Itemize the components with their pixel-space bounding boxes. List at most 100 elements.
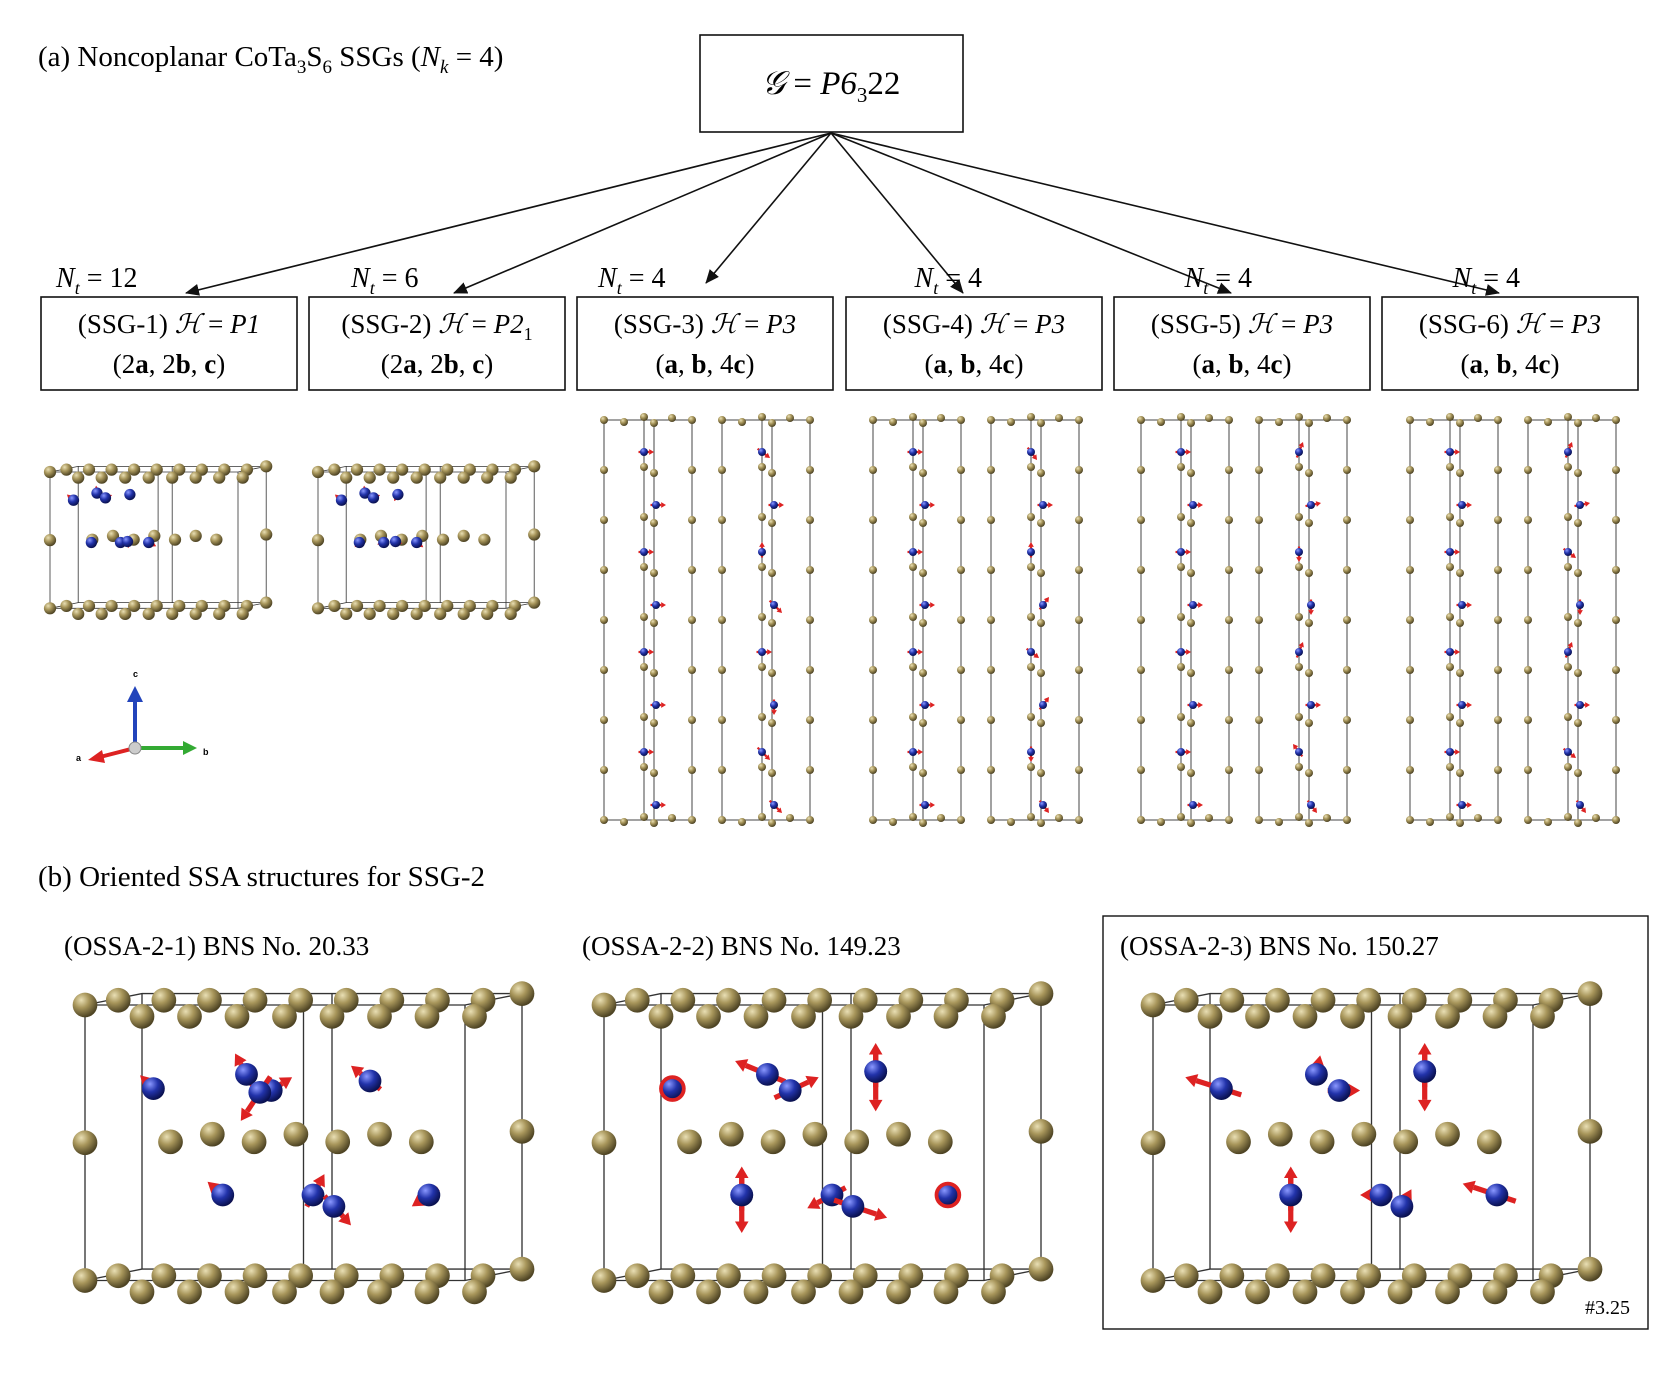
ta-atom-small — [1456, 569, 1464, 577]
spin-arrow-head — [1186, 549, 1191, 555]
co-atom-small — [1576, 801, 1584, 809]
co-atom-small — [1295, 548, 1303, 556]
ta-atom-small — [1524, 766, 1532, 774]
tall-cell-rect — [872, 419, 962, 821]
spin-arrow-head — [1031, 454, 1037, 460]
ta-atom — [1387, 1004, 1413, 1029]
ta-atom — [1197, 1279, 1223, 1305]
ta-atom-small — [768, 419, 776, 427]
ta-atom — [142, 607, 155, 621]
spin-arrow-head — [1348, 1083, 1361, 1098]
ta-atom — [1340, 1004, 1365, 1029]
spin-arrow-head — [735, 1059, 749, 1072]
ta-atom-small — [987, 716, 995, 724]
ta-atom-small — [1305, 769, 1313, 777]
ta-atom-small — [1612, 766, 1620, 774]
ta-atom-small — [688, 766, 696, 774]
ssg-heading-4: (SSG-4) ℋ = P3 — [883, 309, 1065, 339]
spin-arrow-head — [1198, 802, 1203, 808]
ta-atom-corner — [43, 465, 57, 479]
spin-arrow-head — [1316, 702, 1321, 708]
ta-atom-small — [1295, 413, 1303, 421]
ta-atom — [648, 1004, 674, 1029]
ta-atom — [743, 1004, 769, 1029]
ta-atom — [1435, 1121, 1460, 1147]
ta-atom-small — [1205, 414, 1213, 422]
ta-atom-small — [1343, 416, 1351, 424]
ta-atom — [151, 987, 177, 1013]
ta-atom-small — [1456, 469, 1464, 477]
ta-atom-small — [1027, 663, 1035, 671]
ta-atom-small — [758, 463, 766, 471]
ta-atom — [328, 463, 341, 476]
ta-atom — [166, 471, 179, 484]
ta-atom — [242, 1263, 268, 1289]
co-atom-small — [1564, 648, 1572, 656]
co-atom-small — [640, 748, 648, 756]
ta-atom-small — [806, 766, 814, 774]
spin-arrow-head — [776, 607, 782, 613]
co-atom-small — [1576, 601, 1584, 609]
ta-atom — [177, 1004, 202, 1029]
ta-atom-small — [718, 716, 726, 724]
ta-atom — [441, 599, 454, 613]
co-atom-small — [1576, 701, 1584, 709]
ta-atom — [1356, 987, 1381, 1013]
ta-atom-small — [718, 516, 726, 524]
ta-atom-small — [1295, 613, 1303, 621]
ta-atom-small — [957, 816, 965, 824]
ta-atom-small — [957, 666, 965, 674]
ta-atom — [82, 463, 96, 476]
ta-atom-small — [650, 419, 658, 427]
ta-atom — [1265, 1263, 1290, 1289]
ta-atom-small — [650, 719, 658, 727]
ta-atom-small — [1225, 516, 1233, 524]
ta-atom-small — [1612, 616, 1620, 624]
ta-atom — [1435, 1279, 1460, 1305]
co-atom-small — [652, 501, 660, 509]
ta-atom — [272, 1004, 297, 1029]
co-atom-small — [1177, 448, 1185, 456]
ta-atom-small — [1446, 613, 1454, 621]
panel-b-title: (b) Oriented SSA structures for SSG-2 — [38, 861, 485, 893]
ta-atom — [150, 599, 163, 613]
ta-atom-small — [650, 769, 658, 777]
ta-atom-small — [1177, 413, 1185, 421]
ta-atom — [844, 1129, 870, 1155]
spin-out-of-plane — [659, 1075, 686, 1102]
co-atom-small — [1295, 448, 1303, 456]
spin-arrow-head — [1028, 542, 1034, 547]
ta-atom-small — [1574, 569, 1582, 577]
ta-atom — [696, 1004, 721, 1029]
ta-atom-small — [1544, 818, 1552, 826]
ta-atom-small — [1343, 666, 1351, 674]
ssg-cell-5: (a, b, 4c) — [1192, 349, 1291, 379]
ta-atom-small — [688, 616, 696, 624]
co-atom — [301, 1183, 325, 1207]
co-atom — [335, 494, 348, 506]
spin-arrow-head — [1467, 502, 1472, 508]
ssg-cell-2: (2a, 2b, c) — [381, 349, 494, 379]
ta-atom-small — [1255, 666, 1263, 674]
ta-atom-small — [768, 469, 776, 477]
co-atom — [1210, 1077, 1233, 1100]
ta-atom — [481, 471, 494, 484]
ta-atom-small — [1187, 819, 1195, 827]
ta-atom — [462, 1004, 487, 1029]
ta-atom — [373, 463, 386, 476]
ta-atom — [457, 529, 470, 543]
ossa-label-3: (OSSA-2-3) BNS No. 150.27 — [1120, 931, 1439, 961]
ta-atom-small — [758, 763, 766, 771]
ta-atom — [150, 463, 163, 476]
co-atom — [124, 488, 136, 501]
spin-arrow-head — [661, 802, 666, 808]
ta-atom-small — [1456, 619, 1464, 627]
ta-atom-corner — [1028, 981, 1054, 1006]
spin-arrow-head — [759, 542, 765, 547]
ta-atom — [60, 463, 73, 476]
ta-atom-small — [1225, 666, 1233, 674]
tall-cell-frame — [603, 416, 693, 824]
co-atom — [322, 1195, 346, 1218]
ta-atom-small — [1177, 613, 1185, 621]
spin-arrow-head — [1417, 1043, 1432, 1055]
